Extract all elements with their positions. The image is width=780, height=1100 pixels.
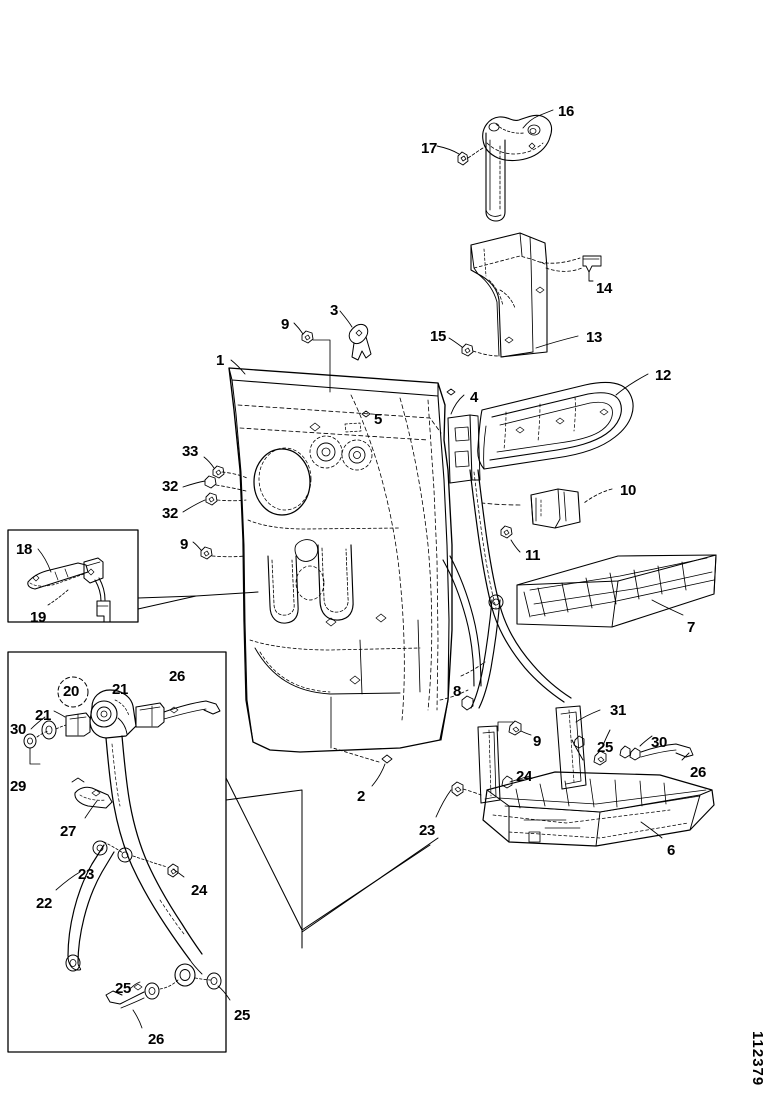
callout-4: 4 (470, 389, 478, 406)
callout-6: 6 (667, 842, 675, 859)
part-6-lower-step-assembly (435, 705, 715, 847)
callout-21-lower: 21 (35, 707, 51, 724)
callout-26-upper: 26 (169, 668, 185, 685)
callout-22: 22 (36, 895, 52, 912)
part-12-weatherstrip-seal (477, 373, 649, 470)
callout-9-left: 9 (180, 536, 188, 553)
callout-11: 11 (525, 547, 541, 564)
part-13-pillar-reinforcement (448, 232, 602, 358)
callout-3: 3 (330, 302, 338, 319)
callout-25-step: 25 (597, 739, 613, 756)
callout-29: 29 (10, 778, 26, 795)
callout-8: 8 (453, 683, 461, 700)
inset-expansion-connector (225, 777, 439, 949)
callout-32-lower: 32 (162, 505, 178, 522)
callout-23-step: 23 (419, 822, 435, 839)
callout-2: 2 (357, 788, 365, 805)
part-16-hinge-bracket (436, 109, 554, 222)
callout-12: 12 (655, 367, 671, 384)
callout-30-step: 30 (651, 734, 667, 751)
callout-27: 27 (60, 823, 76, 840)
callout-15: 15 (430, 328, 446, 345)
callout-10: 10 (620, 482, 636, 499)
callout-26-link: 26 (148, 1031, 164, 1048)
callout-21-upper: 21 (112, 681, 128, 698)
callout-20: 20 (63, 683, 79, 700)
callout-23-link: 23 (78, 866, 94, 883)
callout-19: 19 (30, 609, 46, 626)
callout-25-link-right: 25 (234, 1007, 250, 1024)
inset-box-sensor (7, 529, 259, 623)
part-8-support-arms (439, 469, 572, 711)
inset-box-linkage (7, 651, 303, 1053)
callout-32-upper: 32 (162, 478, 178, 495)
callout-26-step: 26 (690, 764, 706, 781)
callout-5: 5 (374, 411, 382, 428)
callout-17: 17 (421, 140, 437, 157)
callout-24-step: 24 (516, 768, 532, 785)
callout-7: 7 (687, 619, 695, 636)
part-7-step-tray (516, 554, 717, 628)
callout-9-step: 9 (533, 733, 541, 750)
callout-24-link: 24 (191, 882, 207, 899)
part-10-mounting-block (481, 488, 613, 529)
callout-13: 13 (586, 329, 602, 346)
part-1-door-inner-panel (182, 310, 481, 787)
callout-33: 33 (182, 443, 198, 460)
callout-1: 1 (216, 352, 224, 369)
callout-30-left: 30 (10, 721, 26, 738)
callout-18: 18 (16, 541, 32, 558)
callout-16: 16 (558, 103, 574, 120)
callout-31: 31 (610, 702, 626, 719)
callout-9-top: 9 (281, 316, 289, 333)
callout-25-link-left: 25 (115, 980, 131, 997)
drawing-reference-number: 112379 (749, 1030, 766, 1086)
callout-14: 14 (596, 280, 612, 297)
